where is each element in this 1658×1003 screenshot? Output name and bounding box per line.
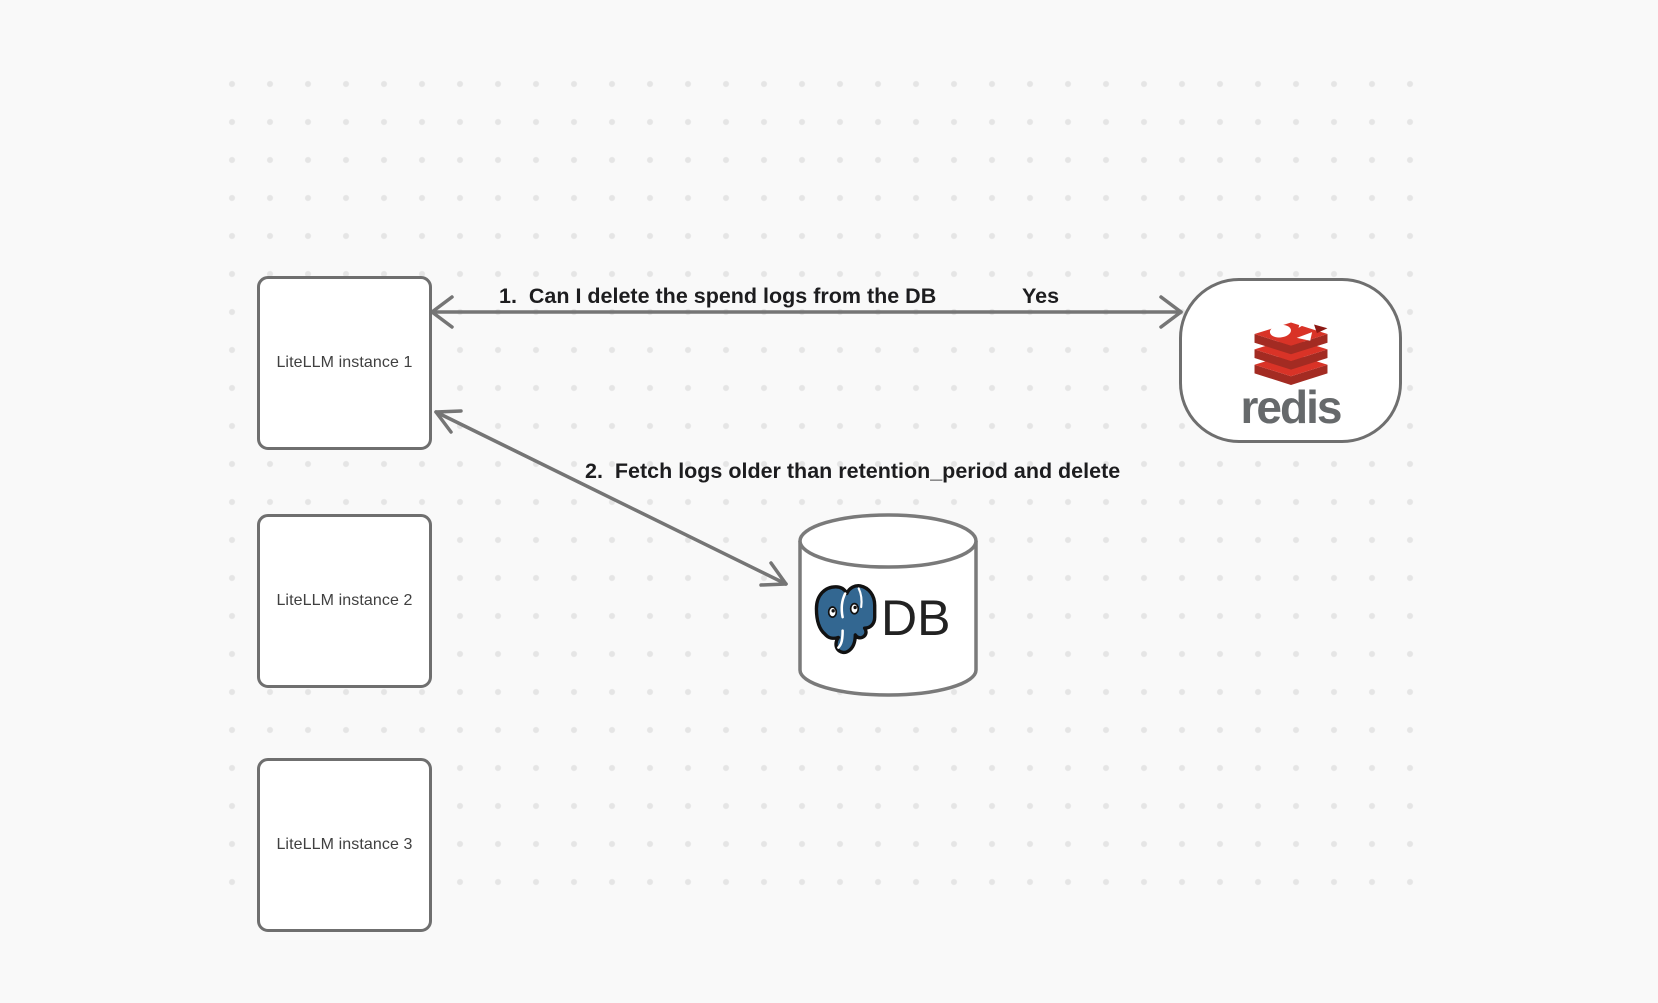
node-litellm-instance-2: LiteLLM instance 2 xyxy=(257,514,432,688)
db-node-content: DB xyxy=(808,579,968,657)
node-litellm-instance-1: LiteLLM instance 1 xyxy=(257,276,432,450)
node-litellm-instance-3: LiteLLM instance 3 xyxy=(257,758,432,932)
redis-wordmark: redis xyxy=(1240,381,1343,433)
node-redis: redis xyxy=(1179,278,1402,443)
edge-2-label: 2. Fetch logs older than retention_perio… xyxy=(585,459,1121,483)
node-litellm-instance-1-label: LiteLLM instance 1 xyxy=(276,354,413,371)
node-postgres-db: DB xyxy=(795,511,981,703)
redis-logo-icon xyxy=(1254,313,1327,385)
edge-1-response-label: Yes xyxy=(1022,284,1060,308)
node-litellm-instance-2-label: LiteLLM instance 2 xyxy=(276,592,413,609)
edge-1-label: 1. Can I delete the spend logs from the … xyxy=(499,284,937,308)
node-litellm-instance-3-label: LiteLLM instance 3 xyxy=(276,836,413,853)
db-node-label: DB xyxy=(881,590,951,646)
db-cylinder-shape xyxy=(798,513,978,697)
postgresql-elephant-icon xyxy=(814,584,877,655)
